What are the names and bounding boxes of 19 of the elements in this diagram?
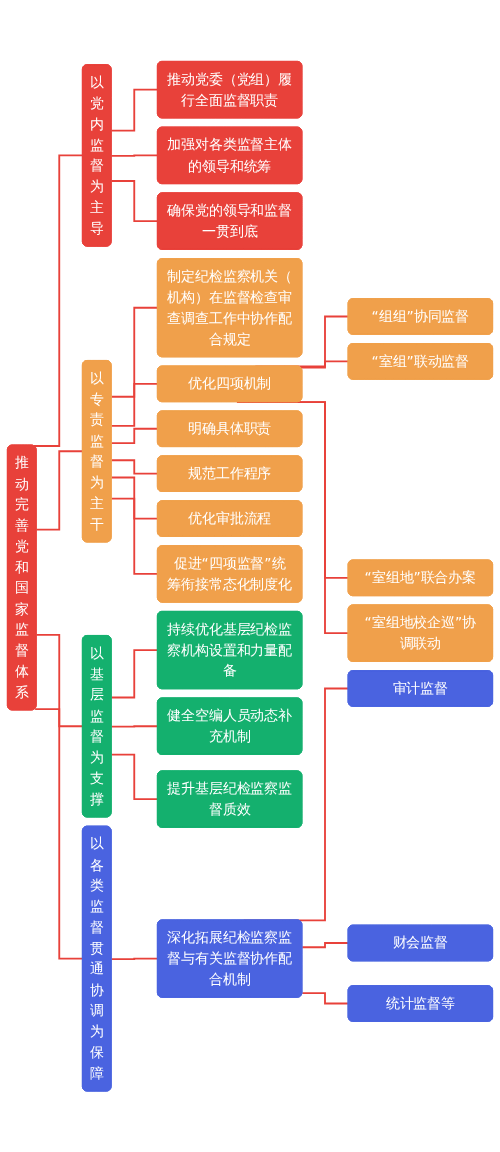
connector bbox=[301, 991, 350, 1005]
connector bbox=[110, 88, 159, 132]
connector bbox=[110, 179, 159, 223]
connector bbox=[110, 382, 159, 427]
connector bbox=[34, 707, 84, 960]
connector bbox=[110, 753, 159, 801]
connector bbox=[110, 497, 159, 576]
connector bbox=[35, 633, 84, 728]
connector bbox=[33, 154, 84, 447]
connector bbox=[35, 450, 84, 531]
connector bbox=[110, 648, 159, 699]
connector bbox=[110, 459, 159, 475]
connector bbox=[110, 957, 159, 960]
connector bbox=[110, 476, 159, 520]
connector bbox=[110, 154, 159, 157]
connector bbox=[110, 725, 159, 728]
connector bbox=[110, 306, 159, 398]
connector bbox=[110, 427, 159, 444]
connector bbox=[301, 941, 350, 948]
